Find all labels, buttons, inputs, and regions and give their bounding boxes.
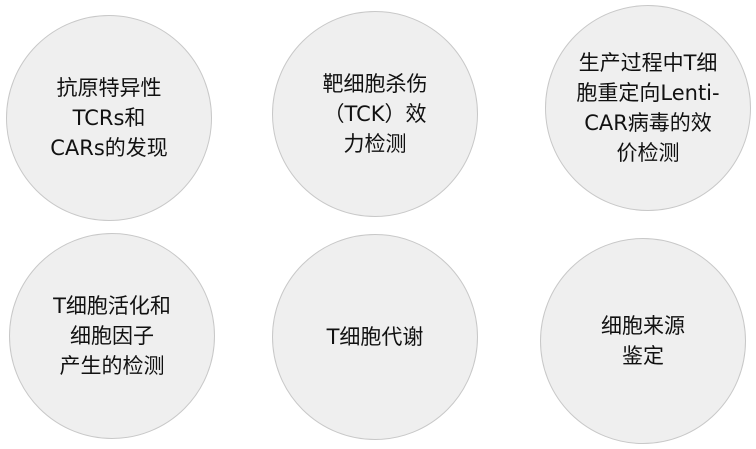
circle-cell-source-identification: 细胞来源 鉴定 <box>540 238 746 444</box>
circle-t-cell-metabolism: T细胞代谢 <box>272 234 478 440</box>
circle-target-cell-killing-assay: 靶细胞杀伤 （TCK）效 力检测 <box>272 11 478 217</box>
circle-text-line: 细胞因子 <box>70 324 154 348</box>
circle-text-line: TCRs和 <box>72 106 146 130</box>
circle-text-line: 力检测 <box>343 132 407 156</box>
circle-lenti-car-titer-assay: 生产过程中T细 胞重定向Lenti- CAR病毒的效 价检测 <box>545 5 751 211</box>
circle-text-line: 鉴定 <box>622 344 664 368</box>
circle-text-line: 产生的检测 <box>59 354 165 378</box>
circle-text-line: 胞重定向Lenti- <box>576 81 720 105</box>
circle-text-line: T细胞代谢 <box>326 325 424 349</box>
circle-text-line: 抗原特异性 <box>56 76 162 100</box>
circle-t-cell-activation-cytokine-assay: T细胞活化和 细胞因子 产生的检测 <box>9 233 215 439</box>
circle-antigen-specific-tcr-car-discovery: 抗原特异性 TCRs和 CARs的发现 <box>6 15 212 221</box>
circle-text-line: 价检测 <box>616 141 680 165</box>
circle-text-line: 生产过程中T细 <box>578 51 718 75</box>
circle-text-line: 细胞来源 <box>601 314 685 338</box>
circle-text-line: CAR病毒的效 <box>584 111 712 135</box>
circle-text-line: CARs的发现 <box>50 136 168 160</box>
circle-text-line: T细胞活化和 <box>53 294 171 318</box>
circle-text-line: 靶细胞杀伤 <box>322 72 428 96</box>
circle-text-line: （TCK）效 <box>323 102 427 126</box>
